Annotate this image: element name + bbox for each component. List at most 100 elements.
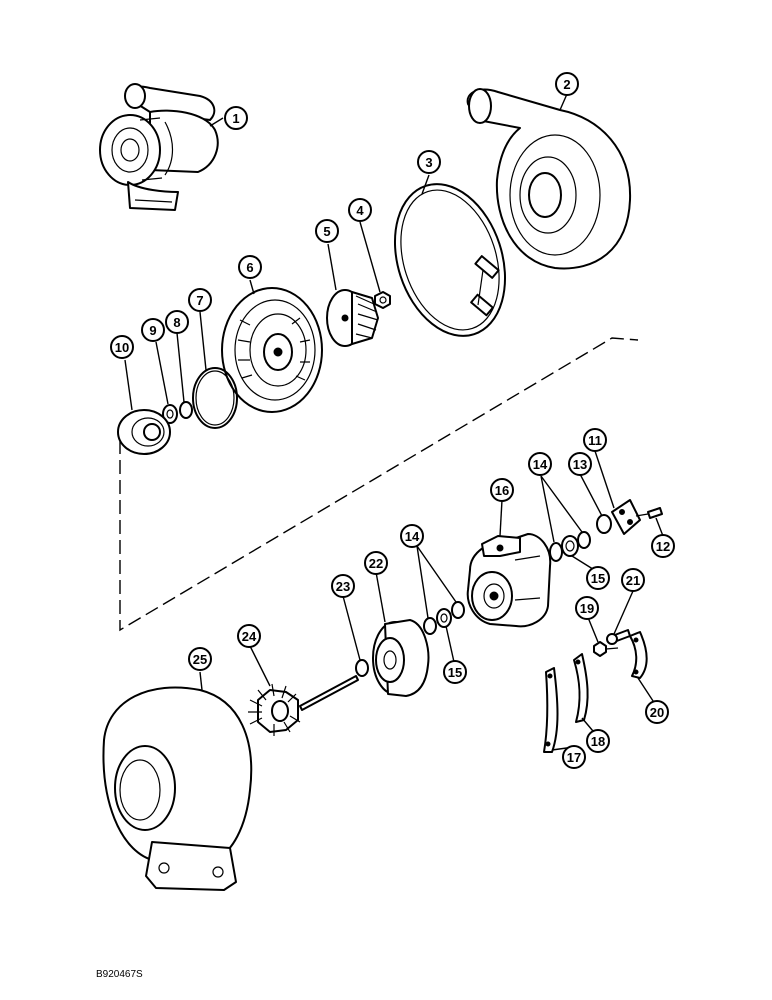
oil-ring-part [162,404,178,424]
callout-circle [315,219,339,243]
callout-4: 4 [348,198,372,222]
bracket-17-part [543,667,559,753]
callout-circle [165,310,189,334]
callout-24: 24 [237,624,261,648]
callout-3: 3 [417,150,441,174]
callout-circle [331,574,355,598]
callout-circle [645,700,669,724]
callout-19: 19 [575,596,599,620]
callout-circle [188,647,212,671]
callout-10: 10 [110,335,134,359]
callout-circle [188,288,212,312]
thrust-collar-part [179,401,193,419]
callout-number: 15 [591,571,605,586]
callout-circle [562,745,586,769]
bearing-housing-part [466,533,552,628]
callout-circle [364,551,388,575]
callout-13: 13 [568,452,592,476]
callout-number: 12 [656,539,670,554]
callout-20: 20 [645,700,669,724]
compressor-wheel-part [326,289,379,347]
callout-circle [237,624,261,648]
callout-circle [400,524,424,548]
callout-number: 19 [580,601,594,616]
callout-16: 16 [490,478,514,502]
callout-number: 8 [173,315,180,330]
callout-number: 10 [115,340,129,355]
bearing-set-right-part [549,531,591,562]
callout-number: 7 [196,293,203,308]
callout-14: 14 [400,524,424,548]
drawing-ref-code: B920467S [96,969,143,980]
callout-1: 1 [224,106,248,130]
callout-21: 21 [621,568,645,592]
callout-8: 8 [165,310,189,334]
callout-number: 20 [650,705,664,720]
callout-25: 25 [188,647,212,671]
callout-number: 3 [425,155,432,170]
callout-number: 23 [336,579,350,594]
callout-18: 18 [586,729,610,753]
callout-circle [348,198,372,222]
callout-22: 22 [364,551,388,575]
bolt-19-part [593,641,619,657]
callout-14: 14 [528,452,552,476]
turbocharger-assembly-part [99,83,219,211]
callout-circle [586,566,610,590]
insert-part [117,409,171,455]
callout-number: 5 [323,224,330,239]
callout-5: 5 [315,219,339,243]
heat-shield-part [372,619,430,697]
callout-9: 9 [141,318,165,342]
callout-number: 14 [405,529,420,544]
callout-11: 11 [583,428,607,452]
callout-number: 2 [563,77,570,92]
callout-number: 13 [573,457,587,472]
bracket-20-part [629,631,648,679]
callout-number: 24 [242,629,257,644]
plate-part [611,499,641,535]
compressor-housing-part [466,88,632,270]
turbine-housing-part [102,686,253,891]
callout-number: 15 [448,665,462,680]
callout-number: 21 [626,573,640,588]
callout-circle [417,150,441,174]
callout-circle [583,428,607,452]
callout-circle [575,596,599,620]
callout-number: 6 [246,260,253,275]
bracket-18-part [573,653,589,723]
callout-circle [568,452,592,476]
washer-part [596,514,612,534]
callout-23: 23 [331,574,355,598]
shaft-and-wheel-part [248,675,359,736]
callout-number: 17 [567,750,581,765]
callout-circle [528,452,552,476]
callout-circle [651,534,675,558]
callout-15: 15 [443,660,467,684]
bolt-21-part [606,629,631,645]
o-ring-part [192,367,238,429]
nut-part [374,291,391,309]
callout-labels: 1234567891011121314141515161718192021222… [110,72,675,769]
callout-circle [555,72,579,96]
callout-number: 22 [369,556,383,571]
callout-number: 1 [232,111,239,126]
screw-part [635,507,663,519]
callout-circle [141,318,165,342]
callout-circle [490,478,514,502]
callout-7: 7 [188,288,212,312]
callout-number: 14 [533,457,548,472]
callout-circle [238,255,262,279]
callout-circle [224,106,248,130]
callout-circle [443,660,467,684]
callout-6: 6 [238,255,262,279]
callout-circle [621,568,645,592]
callout-12: 12 [651,534,675,558]
callout-number: 11 [588,433,602,448]
callout-15: 15 [586,566,610,590]
callout-circle [586,729,610,753]
v-band-clamp-part [393,183,507,337]
seal-ring-part [355,659,369,677]
backplate-part [221,287,323,413]
